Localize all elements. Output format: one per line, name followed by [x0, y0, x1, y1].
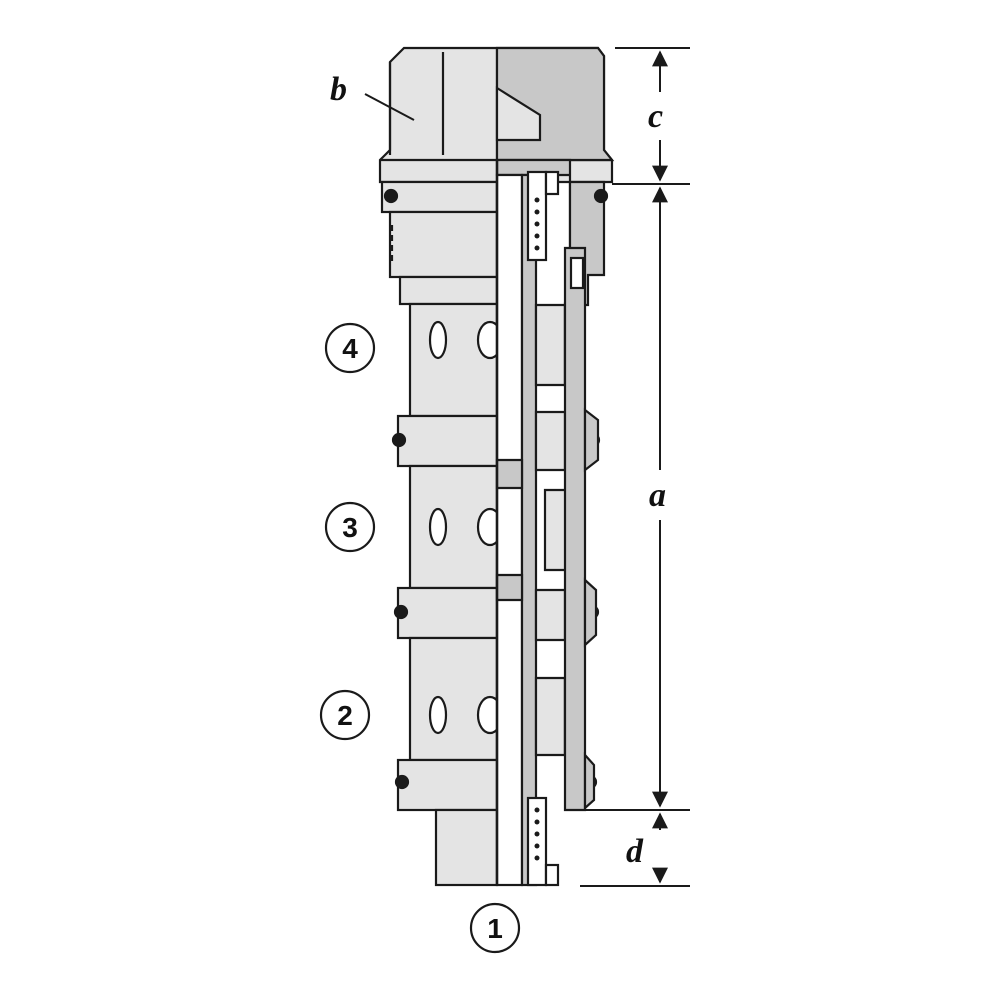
label-d: d — [626, 833, 644, 870]
o-ring-top — [383, 188, 609, 204]
leader-b — [364, 93, 415, 121]
label-c: c — [648, 98, 663, 135]
svg-text:3: 3 — [342, 512, 358, 543]
thread-section — [380, 158, 606, 307]
spring-bottom — [526, 796, 560, 887]
port-label-3: 3 — [324, 501, 376, 553]
spring-coils — [534, 197, 540, 861]
label-b: b — [330, 71, 347, 108]
svg-text:1: 1 — [487, 913, 503, 944]
hex-nut — [378, 46, 615, 184]
check-element — [569, 256, 585, 290]
svg-text:4: 4 — [342, 333, 358, 364]
port-label-4: 4 — [324, 322, 376, 374]
svg-text:2: 2 — [337, 700, 353, 731]
cartridge-body — [396, 302, 499, 887]
label-a: a — [649, 477, 666, 514]
dimension-lines — [580, 47, 690, 887]
port-label-1: 1 — [469, 902, 521, 954]
spring-top — [526, 170, 560, 262]
port-label-2: 2 — [319, 689, 371, 741]
